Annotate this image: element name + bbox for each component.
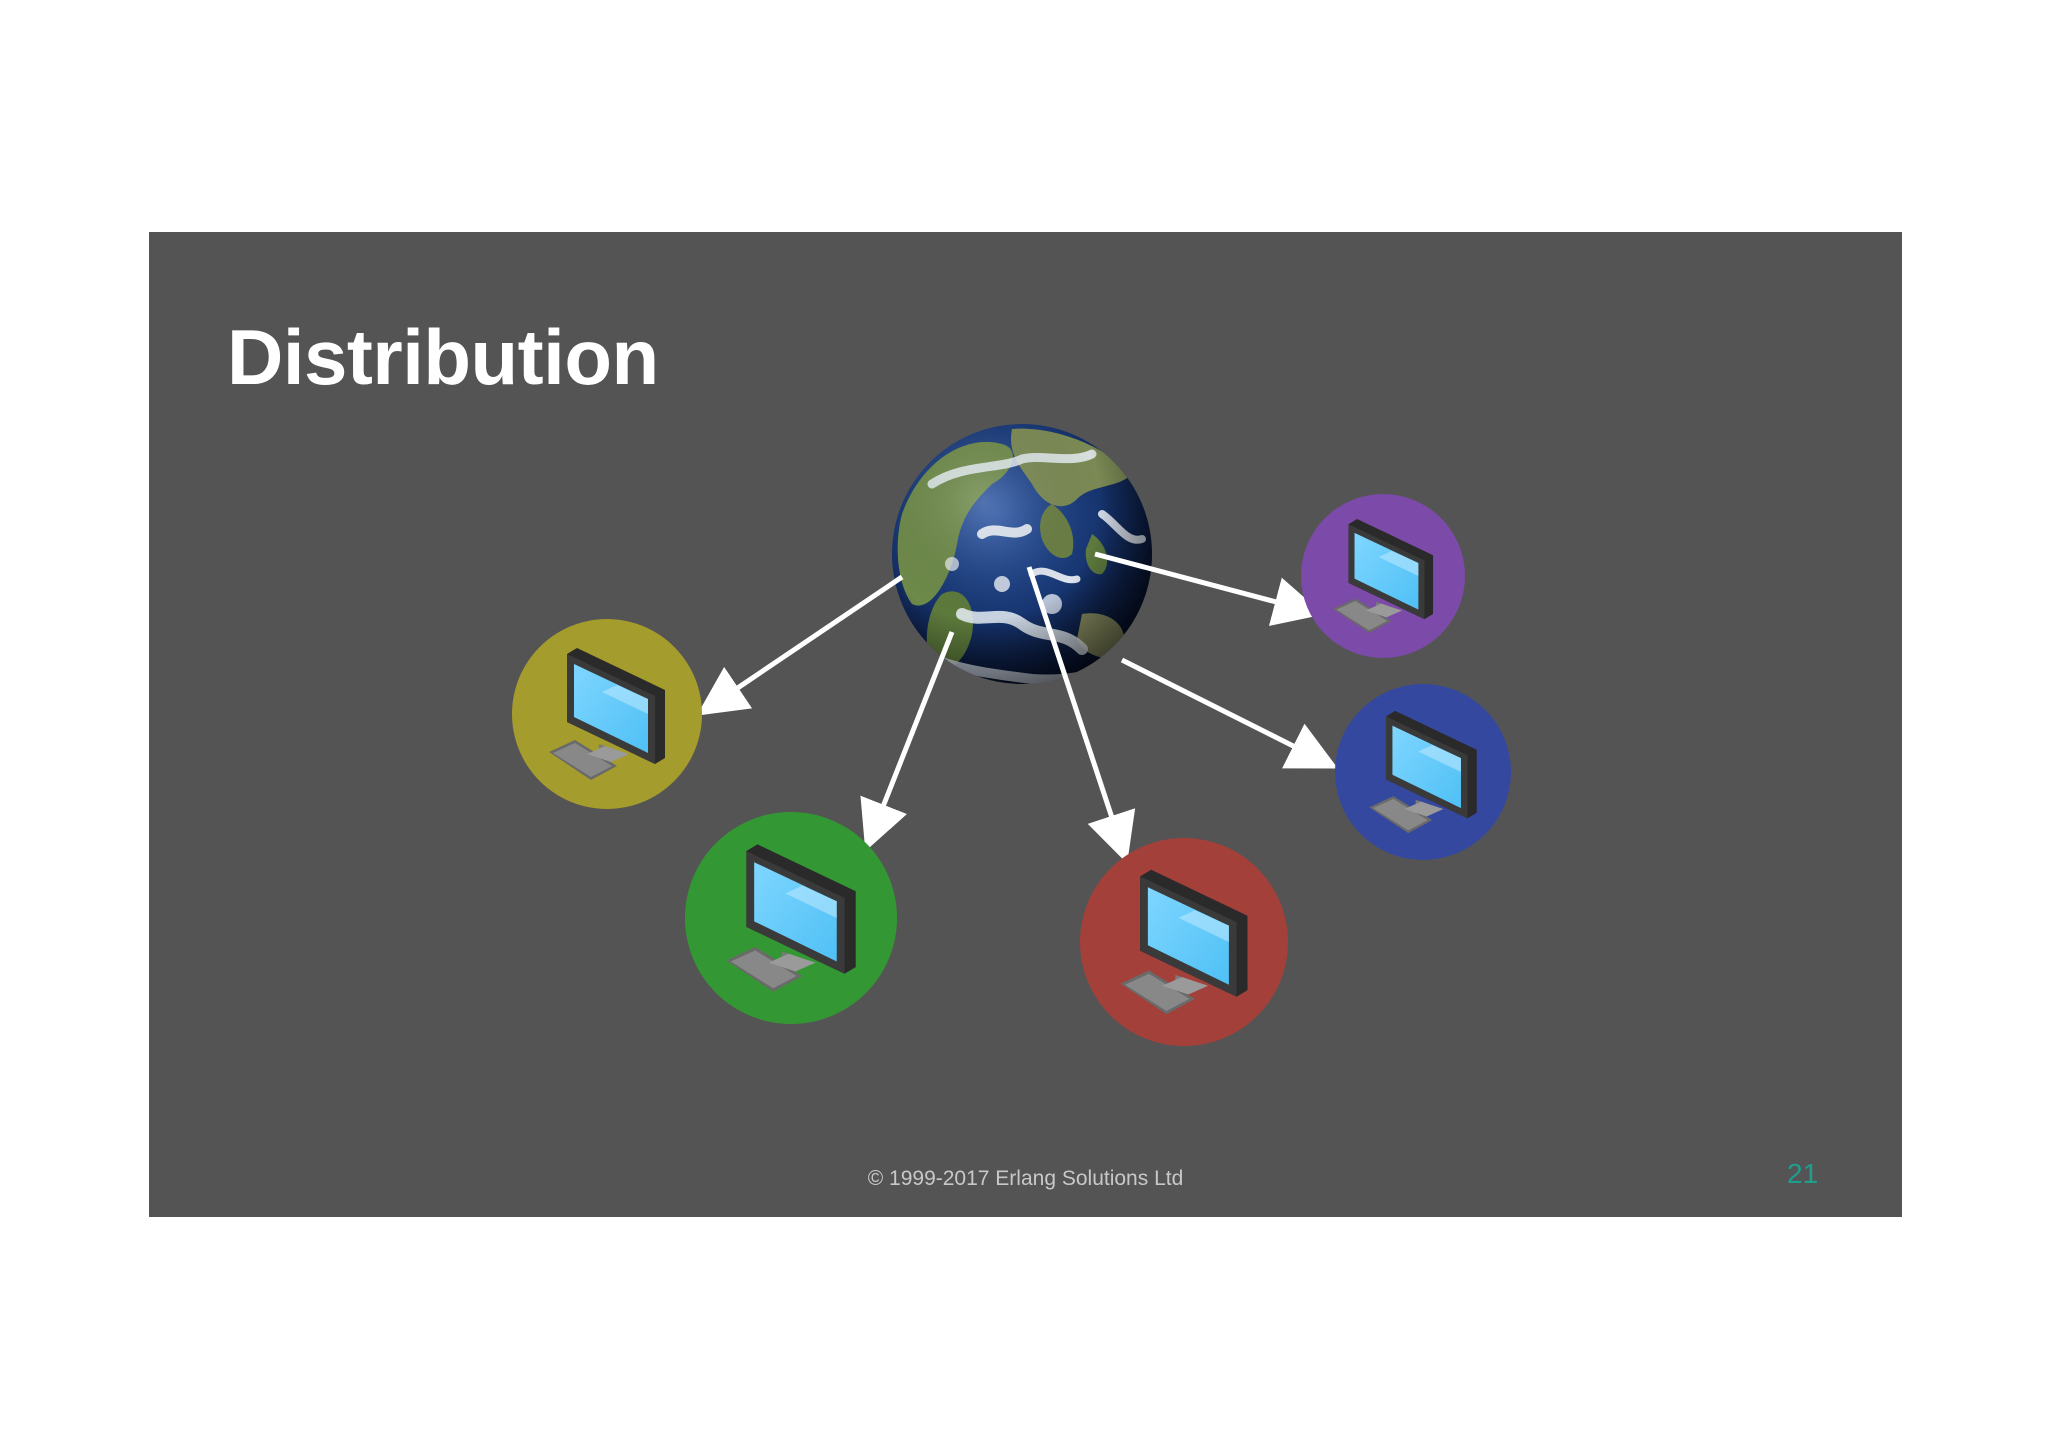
connection-arrows xyxy=(696,551,1338,864)
computer-node-blue xyxy=(1335,684,1511,860)
earth-globe-icon xyxy=(892,424,1152,684)
desktop-computer-icon xyxy=(1369,710,1477,834)
desktop-computer-icon xyxy=(1120,869,1248,1015)
monitor-screen xyxy=(1147,887,1229,985)
arrow-to-purple-node xyxy=(1094,551,1324,626)
monitor-screen xyxy=(574,664,648,753)
distribution-diagram xyxy=(512,424,1511,1046)
desktop-computer-icon xyxy=(549,648,665,780)
computer-node-purple xyxy=(1301,494,1465,658)
arrow-to-red-node xyxy=(1026,566,1136,864)
arrow-to-blue-node xyxy=(1120,657,1338,769)
computer-node-red xyxy=(1080,838,1288,1046)
desktop-computer-icon xyxy=(726,844,856,992)
desktop-computer-icon xyxy=(1332,519,1434,633)
monitor-screen xyxy=(754,862,837,962)
arrow-to-green-node xyxy=(860,631,955,852)
footer-copyright: © 1999-2017 Erlang Solutions Ltd xyxy=(867,1167,1184,1190)
slide: Distribution xyxy=(149,232,1902,1217)
arrow-to-olive-node xyxy=(696,574,904,716)
slide-title: Distribution xyxy=(227,313,659,401)
page-number: 21 xyxy=(1787,1158,1819,1189)
computer-node-olive xyxy=(512,619,702,809)
computer-node-green xyxy=(685,812,897,1024)
monitor-screen xyxy=(1392,725,1461,809)
monitor-screen xyxy=(1354,532,1419,610)
